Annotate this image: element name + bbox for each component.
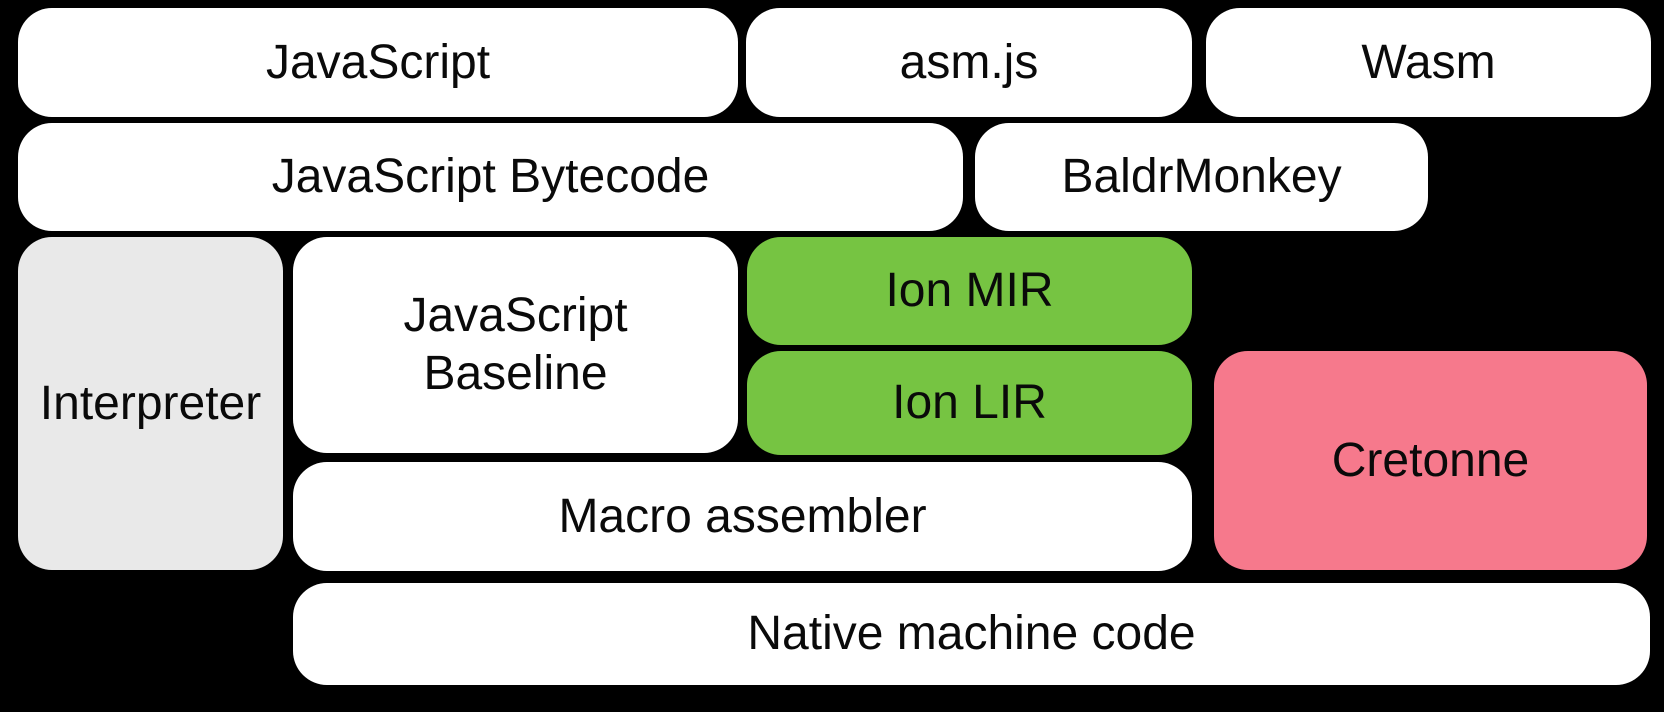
node-javascript-baseline: JavaScript Baseline: [293, 237, 738, 453]
node-ion-lir-label: Ion LIR: [892, 376, 1047, 429]
node-javascript-baseline-label: JavaScript Baseline: [403, 289, 628, 400]
node-interpreter: Interpreter: [18, 237, 283, 570]
node-javascript-bytecode-label: JavaScript Bytecode: [271, 150, 710, 203]
node-wasm-label: Wasm: [1361, 35, 1496, 89]
node-native-machine-code: Native machine code: [293, 583, 1650, 685]
node-javascript: JavaScript: [18, 8, 738, 117]
node-ion-lir: Ion LIR: [747, 351, 1192, 455]
node-baldrmonkey-label: BaldrMonkey: [1061, 150, 1342, 203]
node-javascript-bytecode: JavaScript Bytecode: [18, 123, 963, 231]
node-ion-mir: Ion MIR: [747, 237, 1192, 345]
node-cretonne-label: Cretonne: [1331, 433, 1530, 487]
node-asm-js: asm.js: [746, 8, 1192, 117]
node-baldrmonkey: BaldrMonkey: [975, 123, 1428, 231]
node-ion-mir-label: Ion MIR: [885, 264, 1054, 317]
node-asm-js-label: asm.js: [899, 35, 1039, 89]
node-wasm: Wasm: [1206, 8, 1651, 117]
node-cretonne: Cretonne: [1214, 351, 1647, 570]
node-macro-assembler: Macro assembler: [293, 462, 1192, 571]
node-javascript-label: JavaScript: [265, 35, 491, 89]
node-native-machine-code-label: Native machine code: [747, 607, 1196, 660]
node-interpreter-label: Interpreter: [39, 376, 262, 430]
node-macro-assembler-label: Macro assembler: [558, 489, 927, 543]
